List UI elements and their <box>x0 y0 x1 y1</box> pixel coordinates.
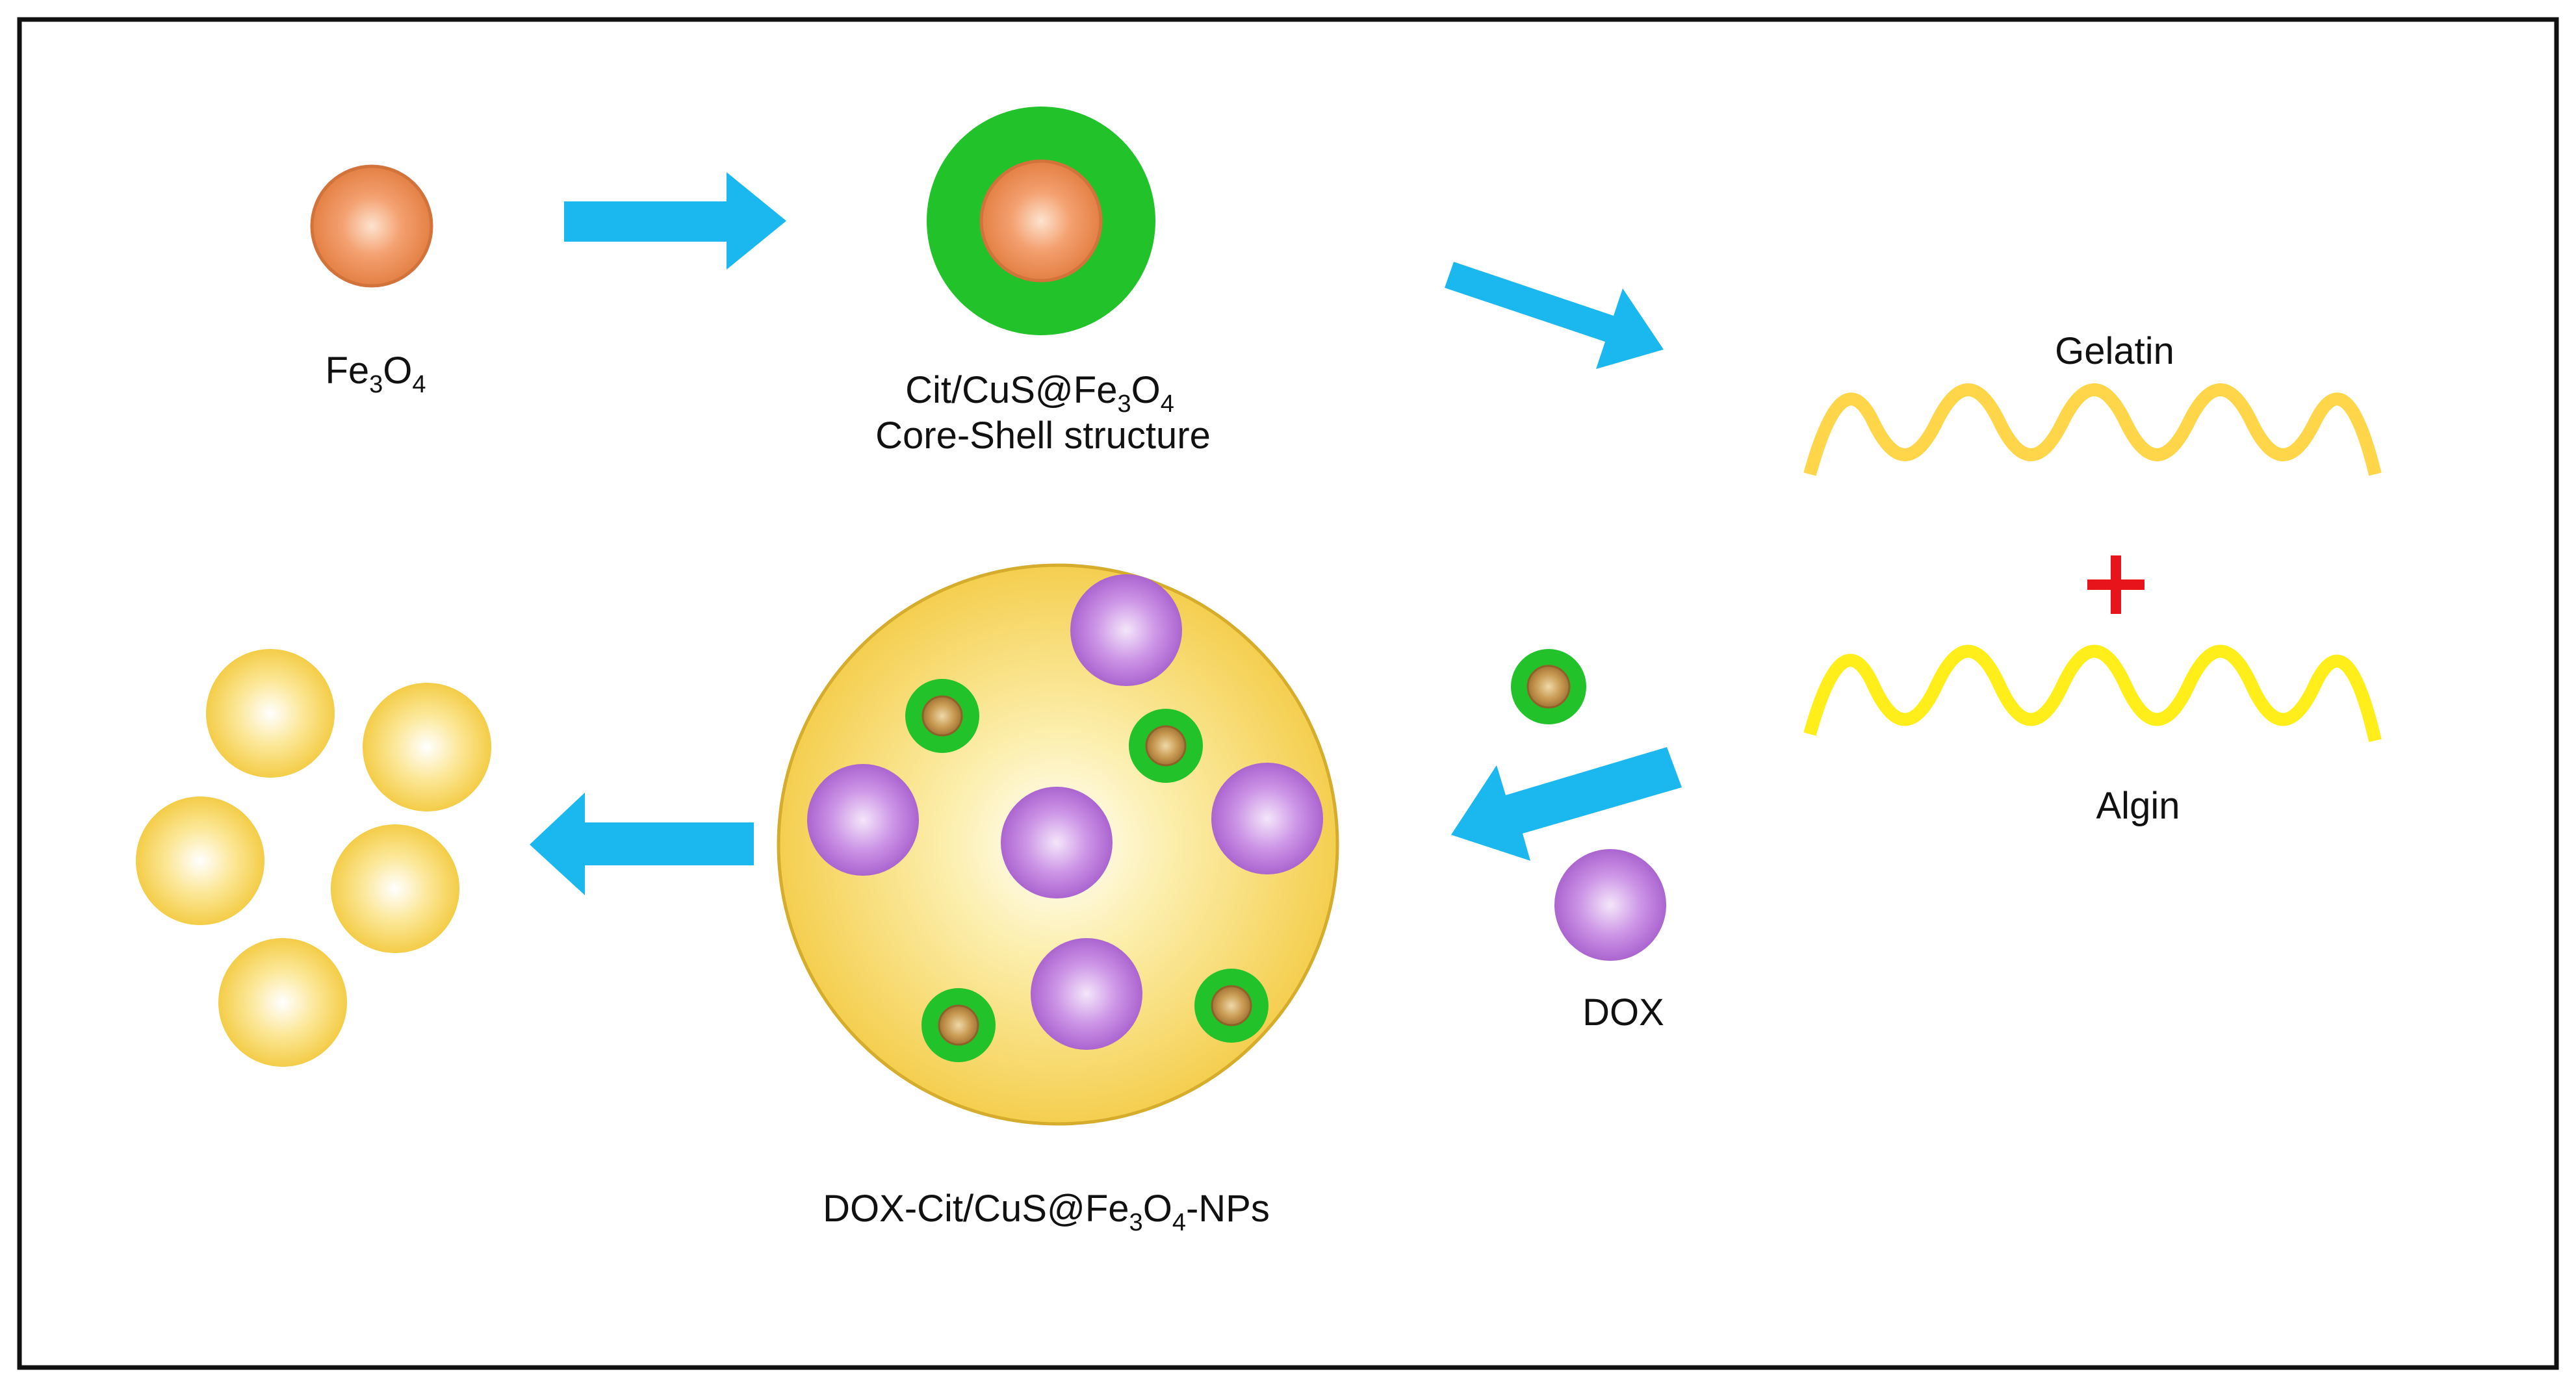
plus-icon <box>2087 555 2145 614</box>
left-arrow-icon <box>530 793 754 895</box>
cit-cus-label: Cit/CuS@Fe3O4 <box>905 369 1174 418</box>
core-shell-particle <box>927 107 1155 335</box>
small-core-shell-particle <box>1511 649 1586 724</box>
algin-wave-icon <box>1803 644 2382 743</box>
fe3o4-particle <box>310 164 433 288</box>
nps-label-mid: O <box>1143 1188 1172 1230</box>
fe3o4-label-mid: O <box>383 350 412 392</box>
nps-label-tail: -NPs <box>1186 1188 1270 1230</box>
cit-cus-label-sub2: 4 <box>1161 390 1174 418</box>
nps-label-main: DOX-Cit/CuS@Fe <box>823 1188 1129 1230</box>
down-right-arrow-icon <box>1445 262 1664 369</box>
nps-label-sub2: 4 <box>1172 1209 1186 1236</box>
nps-label-sub1: 3 <box>1129 1209 1143 1236</box>
dox-particle <box>1554 849 1666 961</box>
cit-cus-label-main: Cit/CuS@Fe <box>905 369 1117 411</box>
cit-cus-label-mid: O <box>1131 369 1161 411</box>
core-shell-label: Core-Shell structure <box>875 414 1211 457</box>
dox-label: DOX <box>1582 991 1664 1034</box>
cit-cus-label-sub1: 3 <box>1118 390 1131 418</box>
fe3o4-label: Fe3O4 <box>325 350 426 398</box>
dox-nanoparticle <box>777 563 1339 1126</box>
fe3o4-label-main: Fe <box>325 350 369 392</box>
algin-label: Algin <box>2096 785 2180 827</box>
right-arrow-icon <box>564 172 786 270</box>
fe3o4-label-sub1: 3 <box>369 371 383 398</box>
fe3o4-label-sub2: 4 <box>412 371 426 398</box>
gelatin-label: Gelatin <box>2055 330 2174 372</box>
gelatin-wave-icon <box>1803 383 2382 476</box>
nanoparticle-cluster <box>136 649 491 1067</box>
left-down-arrow-icon <box>1451 747 1682 861</box>
nps-label: DOX-Cit/CuS@Fe3O4-NPs <box>823 1188 1270 1236</box>
